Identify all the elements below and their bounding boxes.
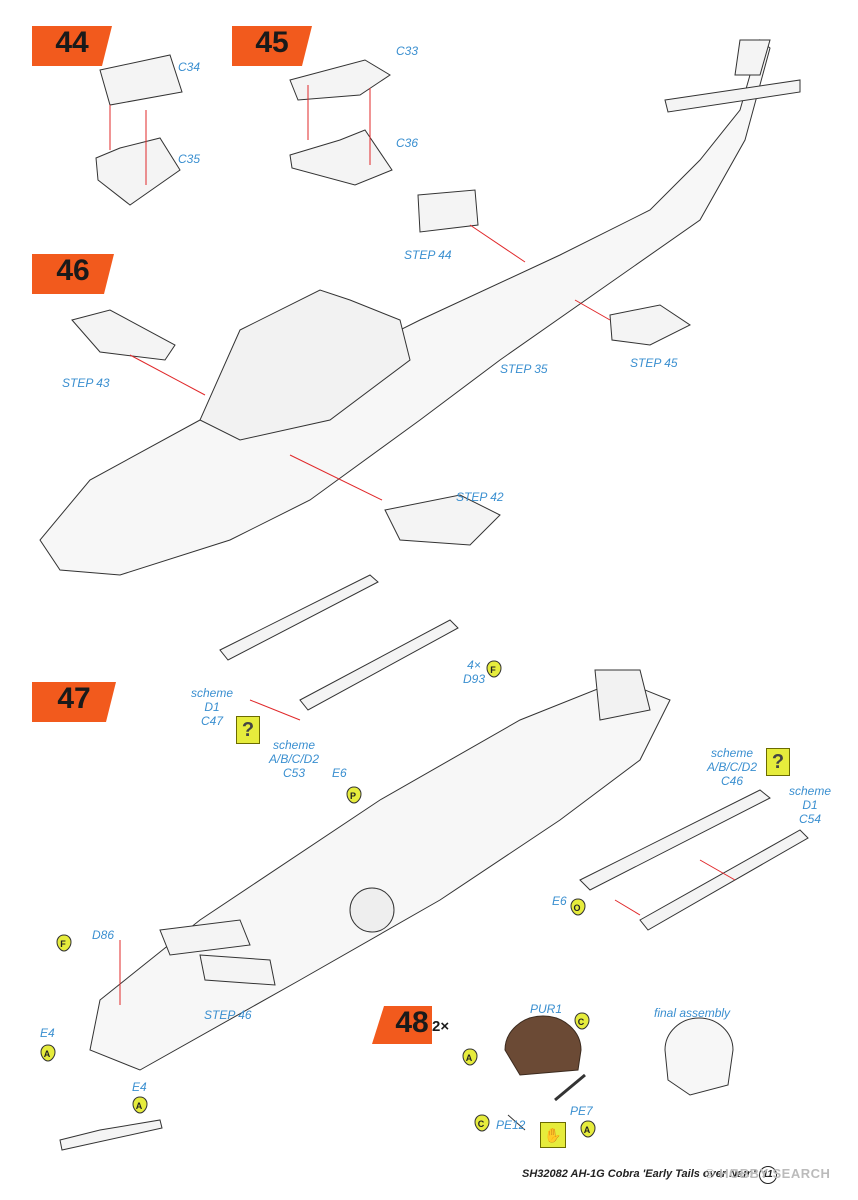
- bend-hand-icon: ✋: [540, 1122, 566, 1148]
- label-d93: 4× D93: [456, 658, 492, 686]
- label-scheme-d1-c47: scheme D1 C47: [186, 686, 238, 728]
- paint-letter: F: [60, 939, 66, 949]
- scheme-word: scheme: [710, 746, 754, 760]
- label-step-45: STEP 45: [630, 356, 678, 370]
- part-code: C53: [282, 766, 305, 780]
- paint-code-f-d86: F: [56, 934, 72, 952]
- step-number: 44: [55, 26, 89, 59]
- drop-icon: [40, 1044, 56, 1062]
- label-c35: C35: [178, 152, 201, 166]
- label-c36: C36: [396, 136, 419, 150]
- paint-code-a-e4-bottom: A: [132, 1096, 148, 1114]
- flag-shape: [32, 682, 116, 722]
- paint-code-o: O: [570, 898, 586, 916]
- scheme-name: D1: [204, 700, 220, 714]
- flag-shape: [372, 1006, 432, 1044]
- label-step-42: STEP 42: [456, 490, 504, 504]
- scheme-name: A/B/C/D2: [706, 760, 757, 774]
- label-pur1: PUR1: [530, 1002, 563, 1016]
- label-final-assembly: final assembly: [654, 1006, 731, 1020]
- step-number: 46: [56, 254, 90, 287]
- footer-text: SH32082 AH-1G Cobra 'Early Tails over Na…: [522, 1168, 756, 1180]
- step-48-flag: 48: [372, 1006, 432, 1044]
- label-c33: C33: [396, 44, 419, 58]
- drop-icon: [56, 934, 72, 952]
- step-46-flag: 46: [32, 254, 114, 294]
- drop-icon: [574, 1012, 590, 1030]
- drop-icon: [346, 786, 362, 804]
- paint-letter: A: [583, 1125, 591, 1135]
- paint-code-a-pe7: A: [580, 1120, 596, 1138]
- paint-letter: F: [490, 665, 496, 675]
- scheme-name: A/B/C/D2: [268, 752, 319, 766]
- label-pe12: PE12: [496, 1118, 526, 1132]
- part-code: C47: [200, 714, 223, 728]
- step-number: 47: [57, 682, 91, 715]
- label-scheme-abcd2-c46: scheme A/B/C/D2 C46: [700, 746, 764, 788]
- scheme-question-badge: ?: [236, 716, 260, 744]
- paint-code-f-d93: F: [486, 660, 502, 678]
- drop-icon: [486, 660, 502, 678]
- step-44-flag: 44: [32, 26, 112, 66]
- drop-icon: [474, 1114, 490, 1132]
- drop-icon: [462, 1048, 478, 1066]
- step-number: 45: [255, 26, 289, 59]
- label-e6-bottom: E6: [552, 894, 567, 908]
- step-number: 48: [395, 1006, 429, 1039]
- page-number: 11: [758, 1166, 777, 1184]
- label-e4-bottom: E4: [132, 1080, 147, 1094]
- label-d86: D86: [92, 928, 115, 942]
- flag-shape: [32, 26, 112, 66]
- paint-letter: A: [135, 1101, 143, 1111]
- label-c34: C34: [178, 60, 201, 74]
- drop-icon: [132, 1096, 148, 1114]
- quantity: 4×: [467, 658, 481, 672]
- watermark: © HOBBY SEARCH: [705, 1166, 831, 1181]
- label-step-35: STEP 35: [500, 362, 548, 376]
- drop-icon: [570, 898, 586, 916]
- label-e4-top: E4: [40, 1026, 55, 1040]
- paint-code-a-pur1: A: [462, 1048, 478, 1066]
- label-pe7: PE7: [570, 1104, 593, 1118]
- scheme-word: scheme: [272, 738, 316, 752]
- paint-code-c-pur1: C: [574, 1012, 590, 1030]
- step-45-flag: 45: [232, 26, 312, 66]
- part-code: C54: [798, 812, 821, 826]
- scheme-name: D1: [802, 798, 818, 812]
- label-step-43: STEP 43: [62, 376, 110, 390]
- paint-letter: A: [43, 1049, 51, 1059]
- paint-code-a-e4-top: A: [40, 1044, 56, 1062]
- part-code: D93: [462, 672, 485, 686]
- paint-letter: C: [577, 1017, 585, 1027]
- flag-shape: [232, 26, 312, 66]
- paint-letter: O: [573, 903, 581, 913]
- part-code: C46: [720, 774, 743, 788]
- scheme-word: scheme: [190, 686, 234, 700]
- paint-code-p: P: [346, 786, 362, 804]
- footer-caption: SH32082 AH-1G Cobra 'Early Tails over Na…: [522, 1166, 777, 1184]
- label-step-44: STEP 44: [404, 248, 452, 262]
- label-e6-top: E6: [332, 766, 347, 780]
- paint-letter: A: [465, 1053, 473, 1063]
- scheme-question-badge: ?: [766, 748, 790, 776]
- step-48-multiplier: 2×: [432, 1018, 450, 1035]
- drop-icon: [580, 1120, 596, 1138]
- label-scheme-d1-c54: scheme D1 C54: [784, 784, 836, 826]
- step-47-flag: 47: [32, 682, 116, 722]
- label-scheme-abcd2-c53: scheme A/B/C/D2 C53: [262, 738, 326, 780]
- flag-shape: [32, 254, 114, 294]
- paint-letter: C: [477, 1119, 485, 1129]
- paint-letter: P: [349, 791, 356, 801]
- scheme-word: scheme: [788, 784, 832, 798]
- paint-code-c-pe12: C: [474, 1114, 490, 1132]
- label-step-46: STEP 46: [204, 1008, 252, 1022]
